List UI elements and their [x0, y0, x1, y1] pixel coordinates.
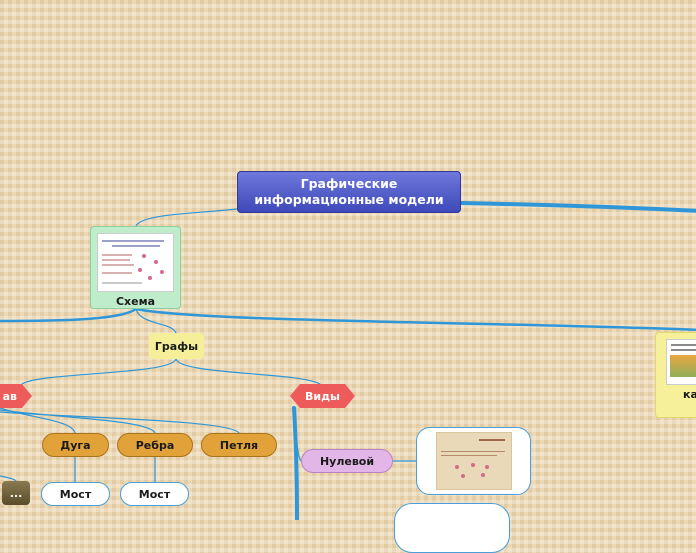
topic-rebra-label: Ребра — [135, 438, 175, 452]
link-left-more — [0, 475, 17, 482]
link-sostav-petlya — [0, 411, 240, 434]
link-schema-right — [134, 307, 696, 332]
central-topic-label: Графические информационные модели — [254, 176, 444, 207]
topic-duga-label: Дуга — [60, 438, 91, 452]
topic-petlya[interactable]: Петля — [201, 433, 277, 457]
link-schema-grafy — [135, 308, 177, 334]
topic-schema-label: Схема — [115, 295, 156, 308]
connection-lines — [0, 201, 696, 520]
link-grafy-vidy — [175, 358, 321, 385]
topic-nulevoy[interactable]: Нулевой — [301, 449, 393, 473]
topic-most-1-label: Мост — [59, 487, 92, 501]
topic-most-2-label: Мост — [138, 487, 171, 501]
topic-rebra[interactable]: Ребра — [117, 433, 193, 457]
link-schema-left — [0, 307, 138, 323]
schema-thumbnail — [97, 233, 174, 292]
topic-vidy[interactable]: Виды — [290, 384, 355, 408]
topic-duga[interactable]: Дуга — [42, 433, 109, 457]
topic-most-2[interactable]: Мост — [120, 482, 189, 506]
topic-right-card[interactable]: ка — [655, 332, 696, 418]
nulevoy-graph-image — [435, 432, 512, 490]
right-card-label: ка — [683, 388, 696, 401]
topic-nulevoy-label: Нулевой — [319, 454, 375, 468]
topic-grafy[interactable]: Графы — [149, 333, 204, 359]
link-sostav-rebra — [0, 409, 156, 434]
image-topic-nulevoy-graph[interactable] — [416, 427, 531, 495]
image-topic-second[interactable] — [394, 503, 510, 553]
central-topic[interactable]: Графические информационные модели — [237, 171, 461, 213]
link-central-schema — [135, 208, 238, 227]
topic-grafy-label: Графы — [154, 339, 199, 353]
right-card-thumbnail — [666, 339, 696, 385]
collapsed-more-button[interactable]: ... — [2, 481, 30, 505]
topic-schema[interactable]: Схема — [90, 226, 181, 309]
topic-sostav-label: ав — [2, 389, 17, 403]
link-grafy-sostav — [21, 358, 177, 385]
topic-most-1[interactable]: Мост — [41, 482, 110, 506]
link-central-right — [459, 201, 696, 213]
more-label: ... — [9, 486, 23, 500]
topic-petlya-label: Петля — [219, 438, 259, 452]
link-vidy-nulevoy — [293, 409, 302, 462]
topic-vidy-label: Виды — [305, 389, 340, 403]
